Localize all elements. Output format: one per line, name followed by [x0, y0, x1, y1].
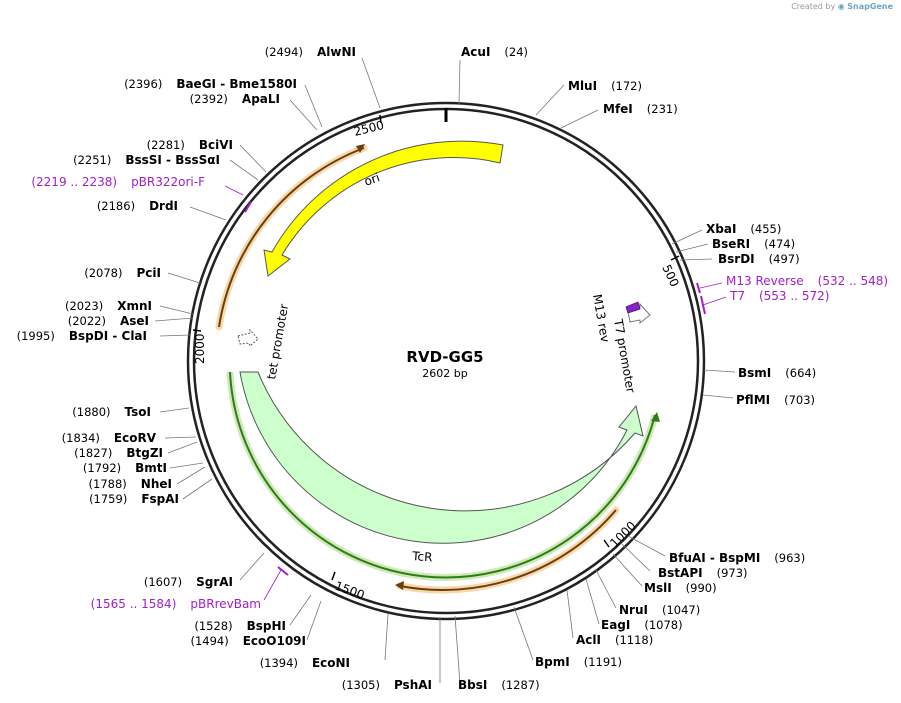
site-label: (2186)DrdI [97, 199, 178, 213]
site-label: (2078)PciI [84, 266, 161, 280]
snapgene-logo-icon: ◉ [837, 2, 845, 11]
site-label: AclI(1118) [576, 633, 653, 647]
ori-label: ori [362, 170, 381, 188]
site-label: (1792)BmtI [83, 461, 167, 475]
site-label: (1834)EcoRV [62, 431, 157, 445]
site-label: AcuI(24) [461, 45, 528, 59]
site-label: BsmI(664) [738, 366, 816, 380]
site-label: (2023)XmnI [65, 299, 152, 313]
tick-label: 2000 [193, 333, 207, 364]
site-label: (2392)ApaLI [190, 92, 280, 106]
tet-promoter-label: tet promoter [264, 303, 291, 381]
primer-label: M13 Reverse(532 .. 548) [726, 274, 888, 288]
primer-label: T7(553 .. 572) [729, 289, 829, 303]
site-label: (1759)FspAI [89, 492, 179, 506]
primer-label: (1565 .. 1584)pBRrevBam [91, 597, 261, 611]
site-label: BsrDI(497) [718, 252, 800, 266]
plasmid-name: RVD-GG5 [406, 348, 483, 366]
site-labels-left: (2494)AlwNI (2396)BaeGI - Bme1580I (2392… [17, 45, 432, 692]
site-labels-right: AcuI(24) MluI(172) MfeI(231) XbaI(455) B… [458, 45, 816, 692]
leader-lines-left [154, 57, 441, 683]
m13-rev-label: M13 rev [590, 293, 612, 343]
orange-arcs [215, 144, 620, 594]
site-label: BseRI(474) [712, 237, 795, 251]
site-label: (2396)BaeGI - Bme1580I [124, 77, 297, 91]
site-label: MslI(990) [644, 581, 717, 595]
site-label: (1394)EcoNI [260, 656, 350, 670]
site-label: MluI(172) [568, 79, 642, 93]
tcr-outer-arc [226, 371, 660, 581]
tcr-label: TcR [411, 549, 433, 564]
site-label: (1528)BspHI [194, 619, 286, 633]
plasmid-size: 2602 bp [422, 367, 467, 380]
t7-promoter-label: T7 promoter [611, 317, 638, 394]
site-label: (1494)EcoO109I [190, 634, 306, 648]
site-label: (1995)BspDI - ClaI [17, 329, 147, 343]
site-label: BbsI(1287) [458, 678, 540, 692]
site-label: MfeI(231) [603, 102, 678, 116]
site-label: EagI(1078) [601, 618, 683, 632]
tick-label: 2500 [352, 118, 385, 139]
site-label: BpmI(1191) [535, 655, 622, 669]
site-label: BfuAI - BspMI(963) [669, 551, 805, 565]
ori-feature: ori [263, 140, 504, 277]
site-label: (2281)BciVI [147, 138, 233, 152]
tet-promoter-arrow [237, 328, 259, 347]
site-label: NruI(1047) [619, 603, 700, 617]
site-label: (2022)AseI [68, 314, 149, 328]
credit-prefix: Created by [791, 2, 836, 11]
tick-label: 1500 [333, 579, 366, 603]
site-label: PflMI(703) [736, 393, 815, 407]
credit-brand: SnapGene [847, 2, 893, 11]
primer-label: (2219 .. 2238)pBR322ori-F [31, 175, 205, 189]
site-label: BstAPI(973) [658, 566, 748, 580]
t7-promoter-arrow [627, 302, 651, 325]
site-label: (1827)BtgZI [74, 446, 163, 460]
plasmid-title: RVD-GG5 2602 bp [406, 348, 483, 380]
site-label: (1880)TsoI [72, 405, 151, 419]
m13-rev-arrow [625, 301, 641, 314]
snapgene-credit: Created by ◉ SnapGene [791, 2, 893, 11]
site-label: (1305)PshAI [342, 678, 432, 692]
site-label: (1607)SgrAI [144, 575, 233, 589]
site-label: (1788)NheI [89, 477, 172, 491]
site-label: (2251)BssSI - BssSαI [73, 153, 220, 167]
tcr-feature: TcR [239, 371, 644, 564]
plasmid-backbone [186, 101, 706, 621]
leader-lines-right [454, 59, 736, 685]
primer-labels: M13 Reverse(532 .. 548) T7(553 .. 572) (… [31, 175, 888, 611]
site-label: (2494)AlwNI [265, 45, 356, 59]
site-label: XbaI(455) [706, 222, 781, 236]
